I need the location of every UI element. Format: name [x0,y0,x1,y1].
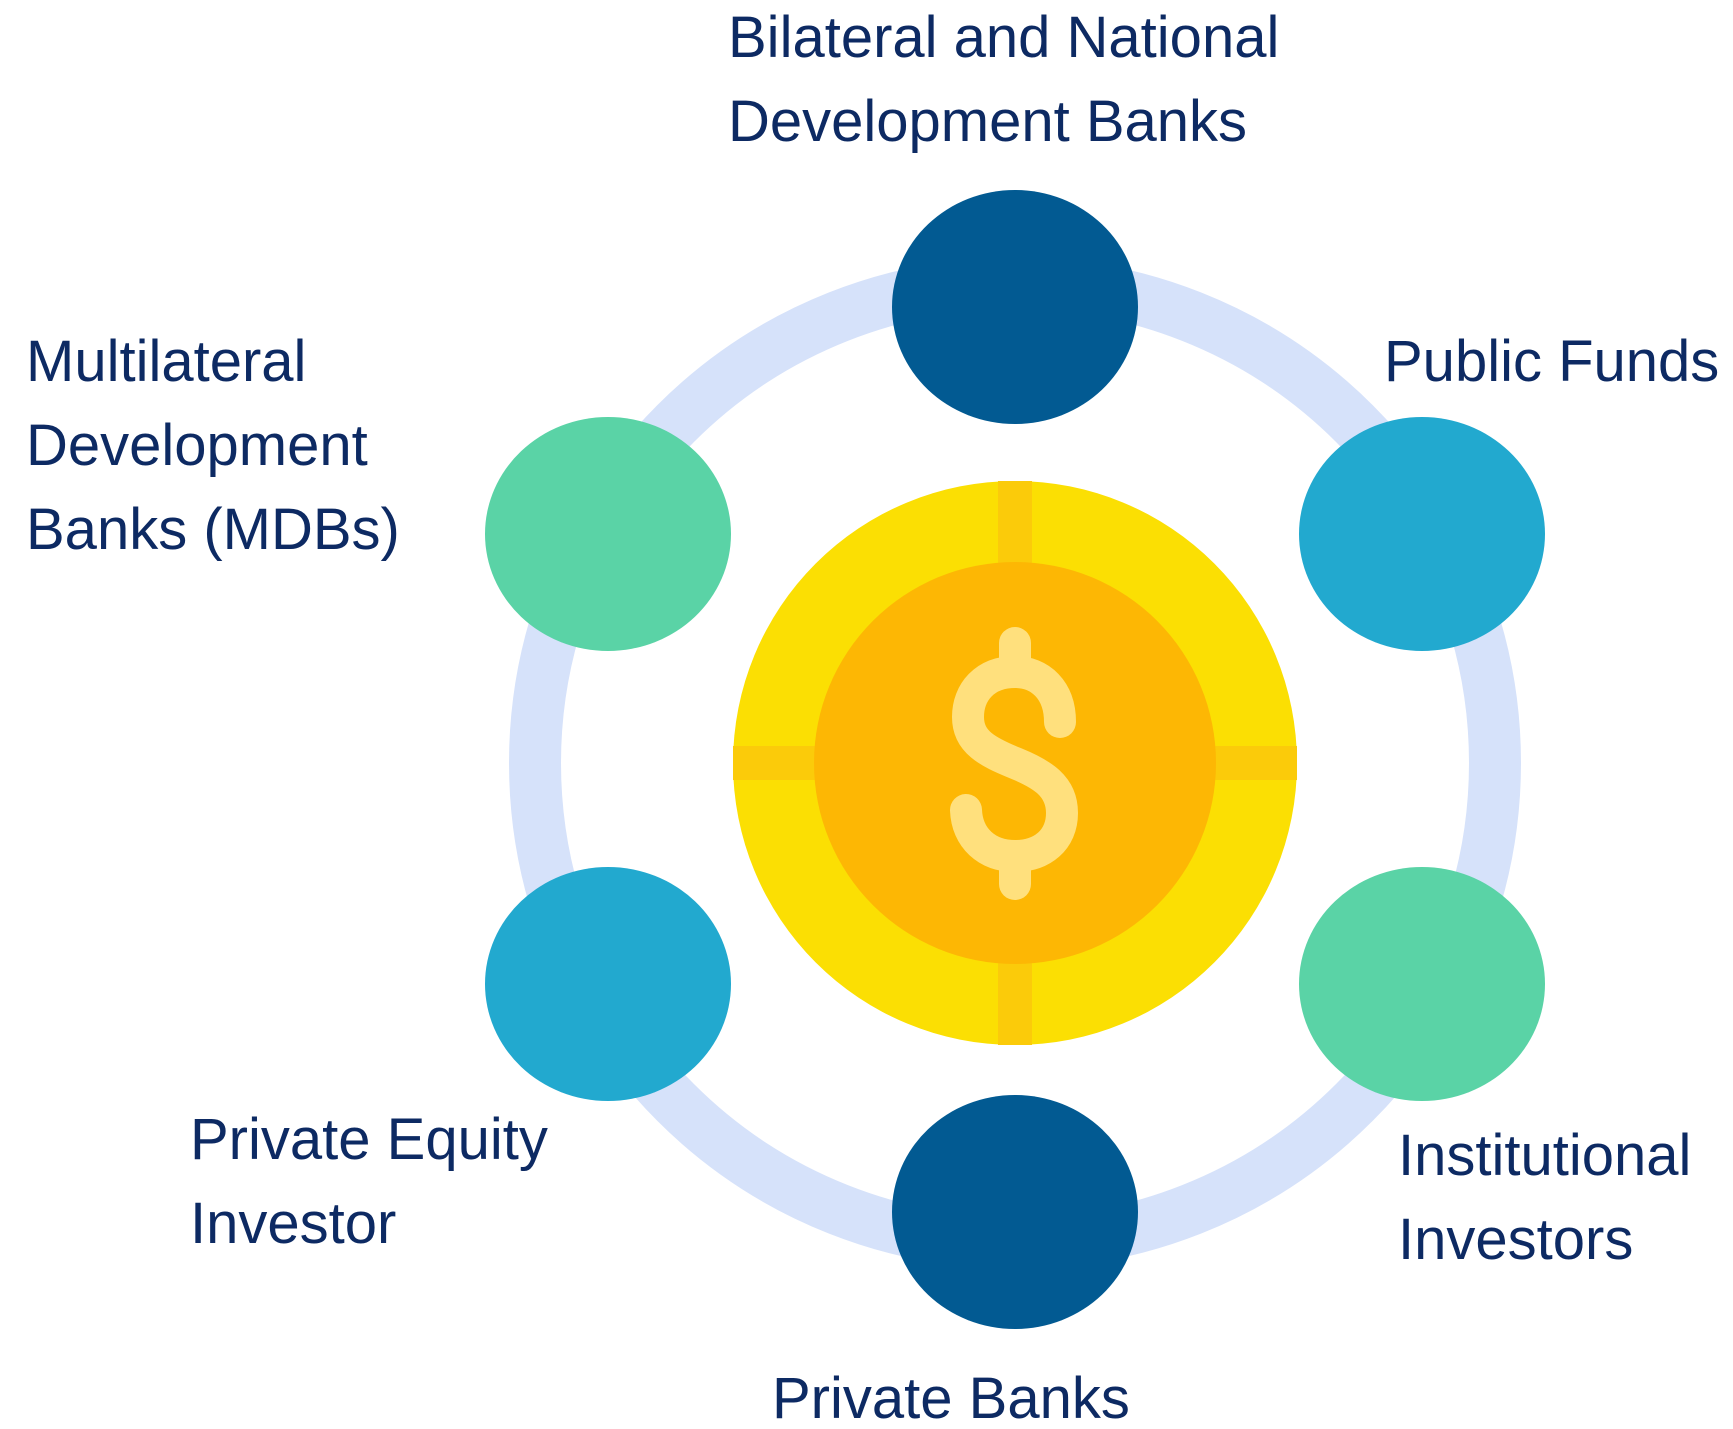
label-line: Development Banks [728,89,1248,154]
dollar-sign-icon [950,627,1078,900]
node-private-equity-investor [485,867,731,1101]
label-line: Investors [1398,1207,1634,1272]
node-institutional-investors [1299,867,1545,1101]
node-bilateral-development-banks [892,190,1138,424]
label-line: Private Banks [772,1366,1130,1429]
label-line: Bilateral and National [728,5,1280,70]
label-line: Private Equity [190,1107,548,1172]
node-public-funds [1299,417,1545,651]
label-public-funds: Public Funds [1384,320,1719,404]
label-private-banks: Private Banks [772,1357,1130,1429]
dollar-coin-icon [733,481,1297,1045]
label-line: Banks (MDBs) [26,497,400,562]
label-line: Development [26,413,368,478]
node-private-banks [892,1095,1138,1329]
label-multilateral-development-banks: Multilateral Development Banks (MDBs) [26,320,400,572]
label-line: Institutional [1398,1123,1692,1188]
label-private-equity-investor: Private Equity Investor [190,1098,548,1266]
label-line: Public Funds [1384,329,1720,394]
label-institutional-investors: Institutional Investors [1398,1114,1691,1282]
label-line: Multilateral [26,329,307,394]
label-line: Investor [190,1191,397,1256]
label-bilateral-development-banks: Bilateral and National Development Banks [728,0,1279,164]
node-multilateral-development-banks [485,417,731,651]
